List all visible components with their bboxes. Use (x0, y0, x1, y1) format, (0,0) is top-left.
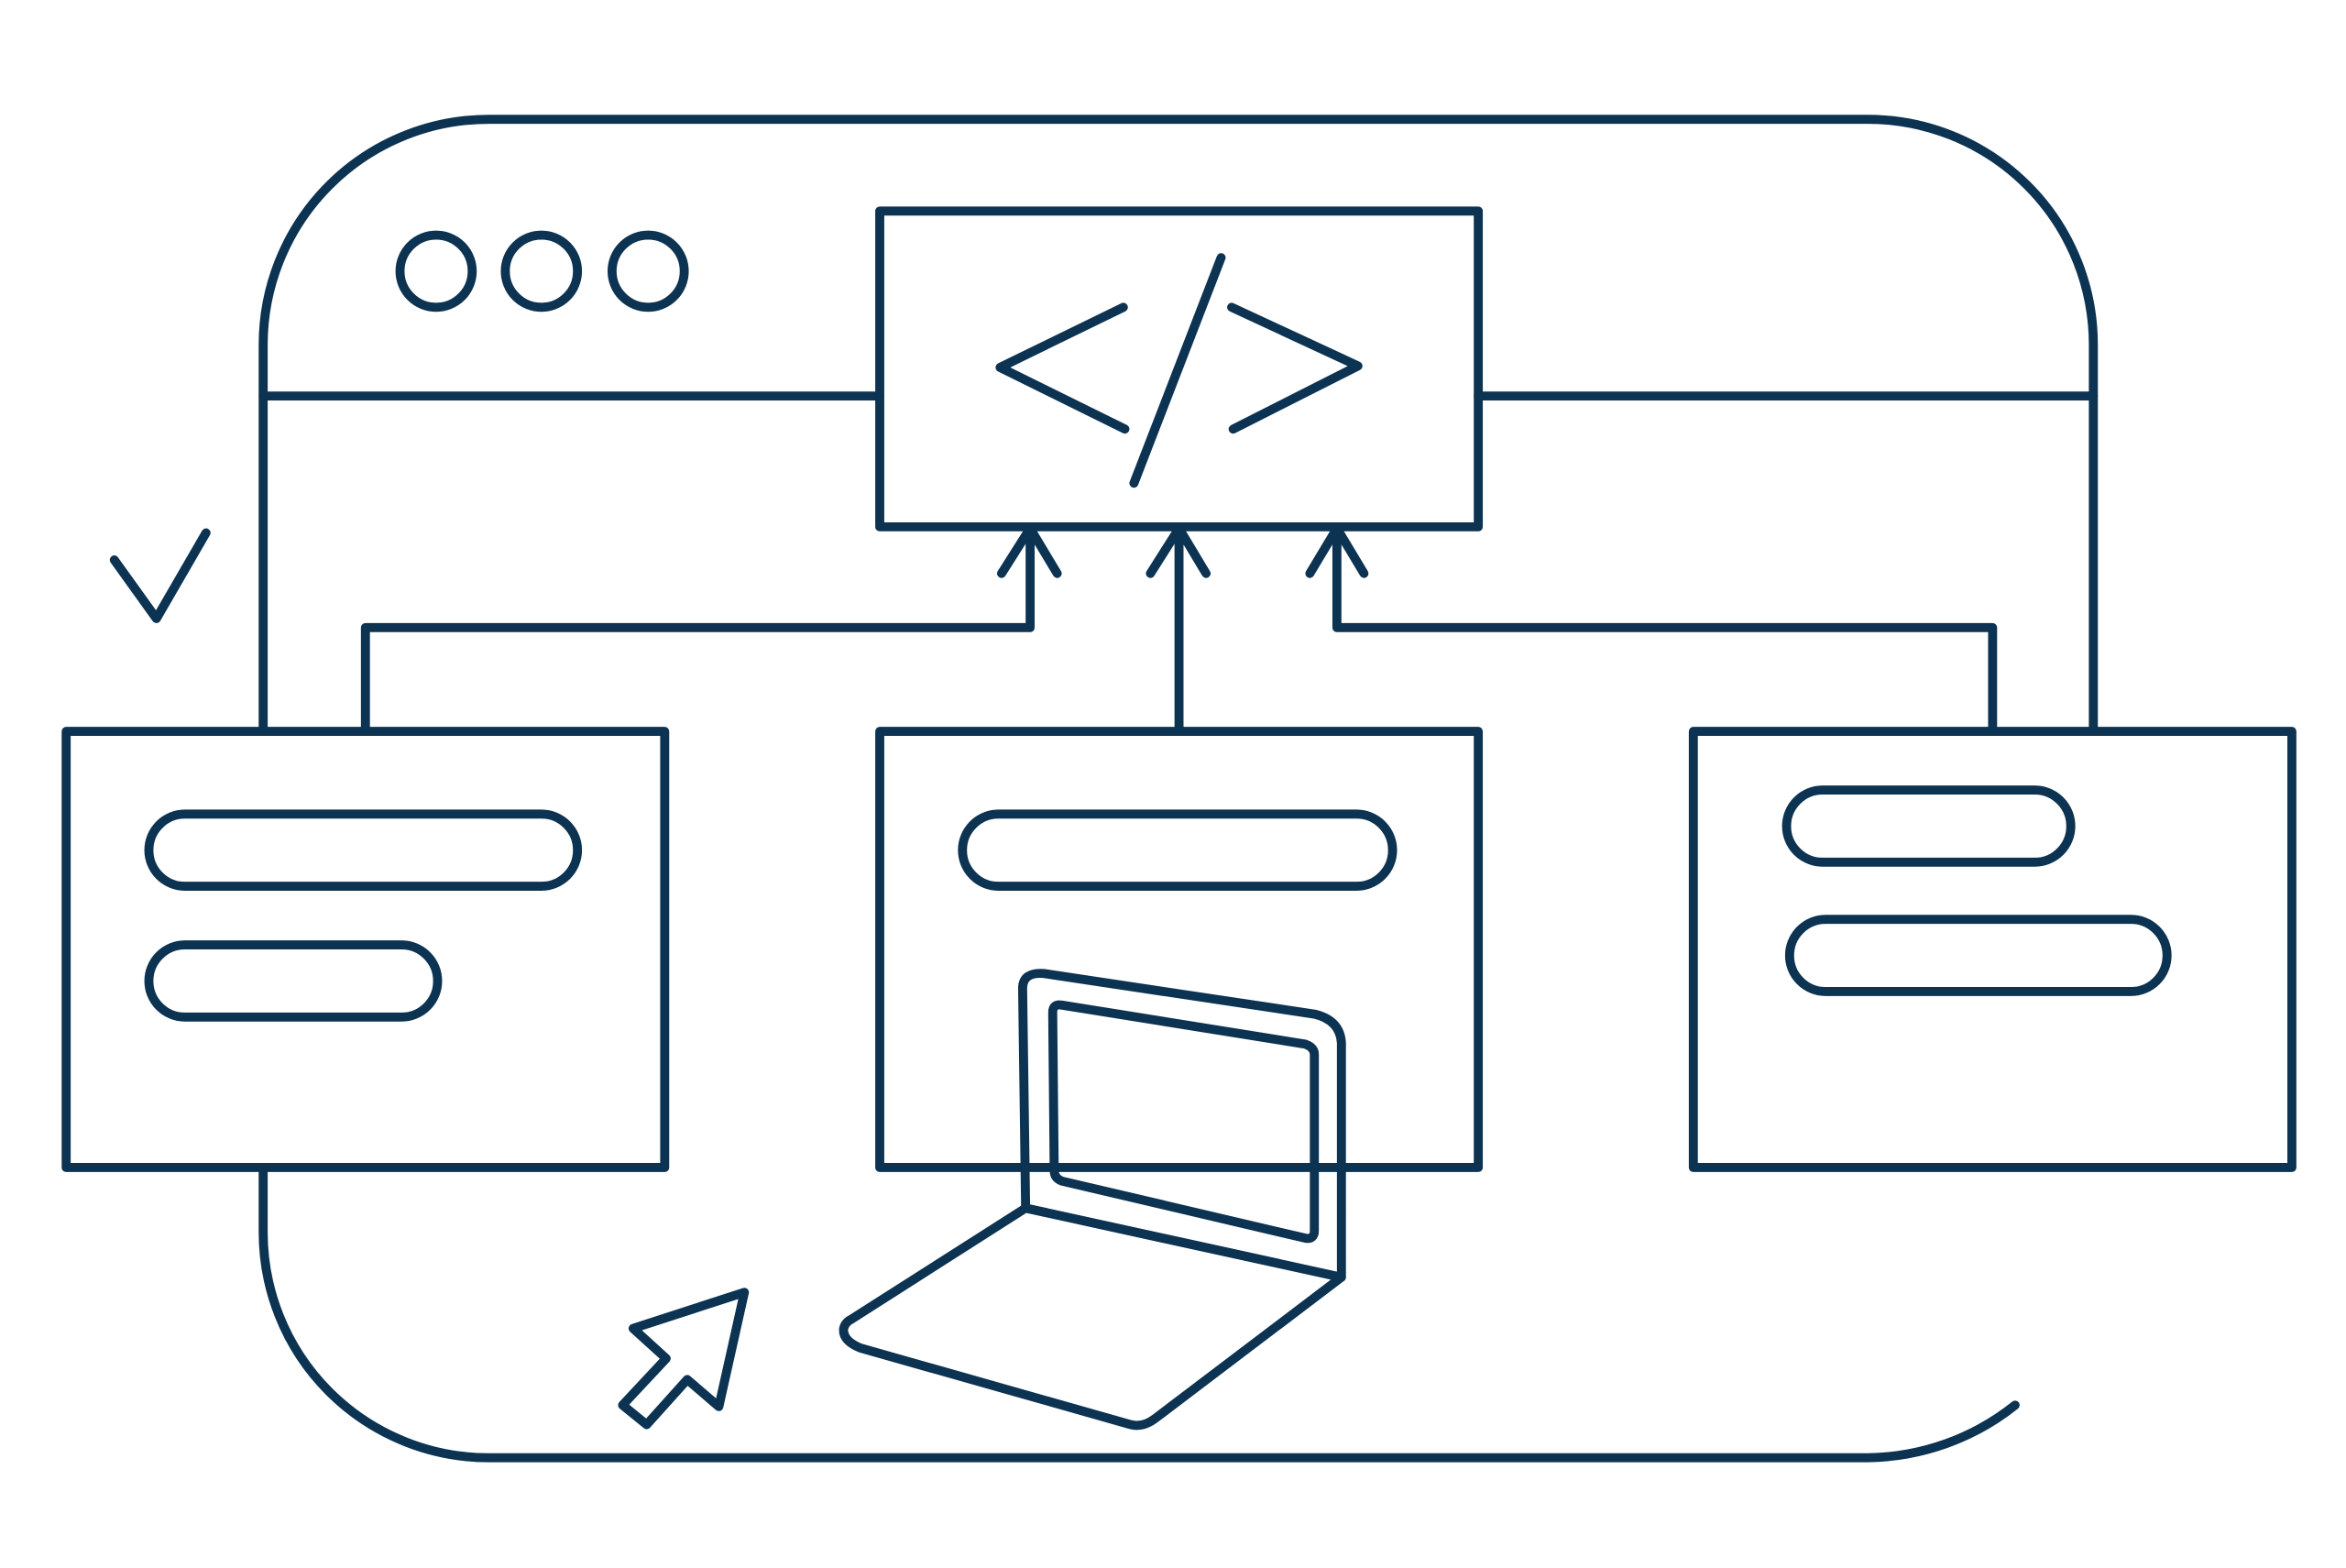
left-panel-bar-filled (144, 940, 443, 1022)
code-icon-left-bracket (995, 302, 1130, 434)
arrowhead-middle (1146, 523, 1211, 578)
laptop-lid (1017, 969, 1346, 1282)
laptop-base (839, 1203, 1346, 1431)
right-panel (1688, 727, 2297, 1172)
code-icon-slash (1129, 253, 1226, 488)
laptop-icon (839, 969, 1346, 1431)
window-dot-2 (500, 230, 583, 313)
middle-panel (875, 727, 1484, 1172)
connectors (360, 523, 1998, 736)
connector-left (360, 526, 1036, 736)
arrowhead-left (997, 523, 1062, 578)
right-panel-bar-empty (1784, 915, 2172, 996)
left-panel (61, 727, 670, 1172)
left-panel-box (61, 727, 670, 1172)
arrowhead-right (1305, 523, 1369, 578)
code-icon (995, 253, 1363, 488)
laptop-screen (1047, 1000, 1320, 1244)
code-panel (875, 206, 1484, 532)
middle-panel-box (875, 727, 1484, 1172)
browser-window-bottom (258, 1163, 2020, 1463)
window-dot-1 (395, 230, 477, 313)
checkmark-icon (109, 528, 211, 623)
window-dot-3 (607, 230, 689, 313)
browser-window-frame (258, 115, 2099, 736)
cursor-arrow-icon (618, 1288, 750, 1430)
connector-right (1332, 526, 1998, 736)
left-panel-bar-empty (144, 809, 583, 892)
right-panel-bar-filled (1781, 785, 2076, 867)
code-icon-right-bracket (1227, 302, 1363, 434)
browser-window (258, 115, 2099, 1463)
middle-panel-bar-filled (958, 809, 1398, 892)
right-panel-box (1688, 727, 2297, 1172)
